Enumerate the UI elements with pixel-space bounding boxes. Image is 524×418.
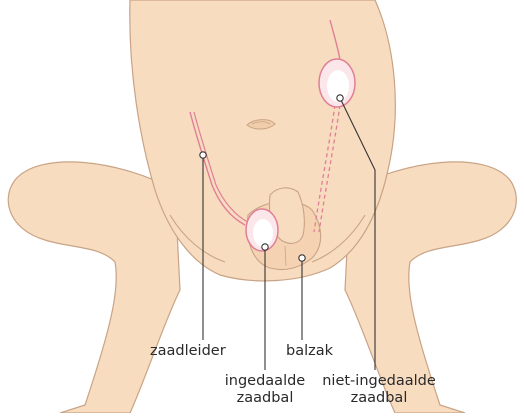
label-vas-deferens: zaadleider [150,343,226,360]
label-scrotum: balzak [286,343,333,360]
label-descended-testis-line2: zaadbal [213,390,317,407]
label-descended-testis: ingedaalde zaadbal [213,373,317,407]
label-undescended-testis: niet-ingedaalde zaadbal [318,373,440,407]
label-descended-testis-line1: ingedaalde [213,373,317,390]
descended-testis [246,209,278,251]
left-leg [8,162,180,413]
label-undescended-testis-line2: zaadbal [318,390,440,407]
label-undescended-testis-line1: niet-ingedaalde [318,373,440,390]
